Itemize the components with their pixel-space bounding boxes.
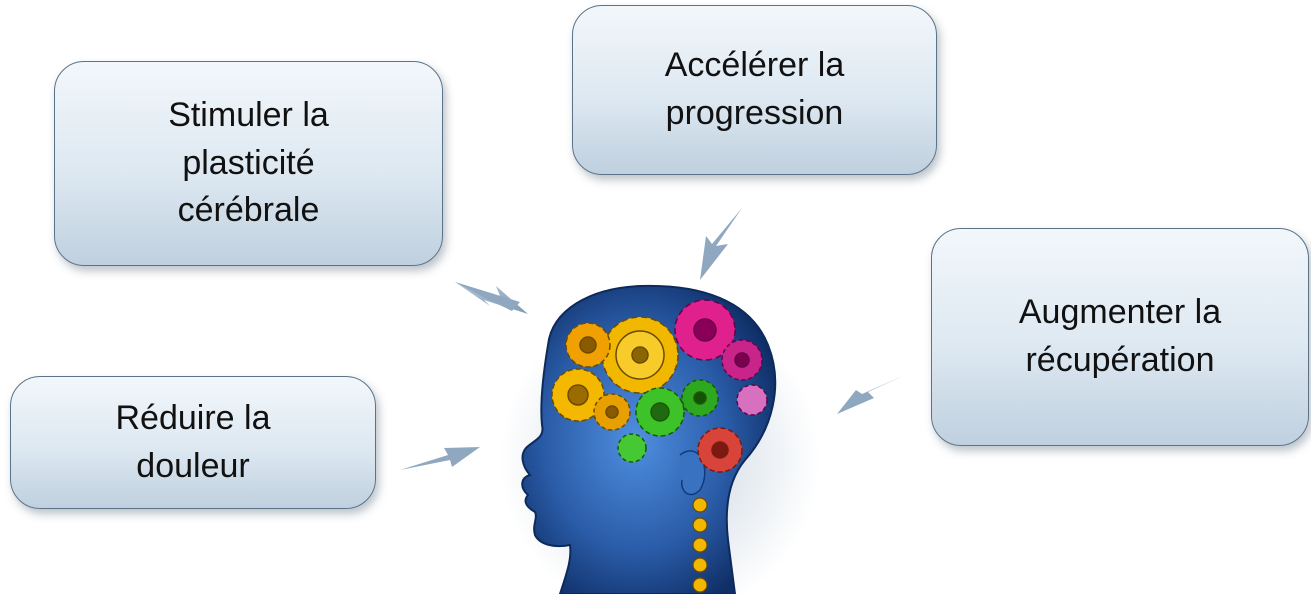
arrow-icon-from-augmenter (837, 375, 905, 414)
box-augmenter-recuperation: Augmenter la récupération (931, 228, 1309, 446)
arrow-icon-from-stimuler (455, 282, 528, 314)
arrow-icon-from-reduire (400, 447, 480, 470)
box-accelerer-progression: Accélérer la progression (572, 5, 937, 175)
arrow-icon-from-accelerer (700, 208, 742, 280)
head-with-gears-image (500, 284, 820, 594)
box-reduire-douleur: Réduire la douleur (10, 376, 376, 509)
box-stimuler-plasticite: Stimuler la plasticité cérébrale (54, 61, 443, 266)
